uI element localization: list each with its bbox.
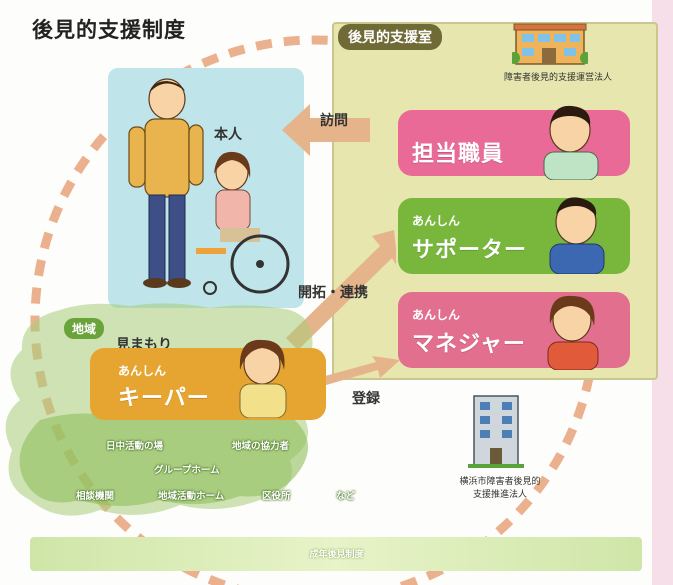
support-room-label: 後見的支援室 (338, 24, 442, 50)
staff-face-icon (543, 105, 599, 180)
keeper-card-title: キーパー (118, 386, 210, 411)
touroku-label: 登録 (352, 391, 380, 407)
supporter-card-title: サポーター (412, 238, 528, 263)
office-building-icon (468, 395, 524, 468)
honnin-label: 本人 (214, 127, 242, 143)
puzzle-chiikikatsudou: 地域活動ホーム (158, 491, 225, 502)
puzzle-nado: など (336, 491, 356, 502)
org-bottom-line2: 支援推進法人 (472, 490, 527, 500)
staff-card-title: 担当職員 (412, 142, 505, 167)
org-bottom-line1: 横浜市障害者後見的 (459, 477, 541, 487)
houmon-label: 訪問 (320, 113, 348, 129)
manager-face-icon (547, 295, 599, 370)
person-icon (128, 78, 204, 288)
chiiki-label: 地域 (64, 318, 105, 339)
keeper-card: あんしん キーパー (90, 348, 326, 420)
building-icon (512, 23, 588, 65)
page-title: 後見的支援制度 (32, 18, 186, 42)
supporter-card-sub: あんしん (412, 214, 461, 228)
keeper-card-sub: あんしん (118, 364, 167, 378)
puzzle-kyouryokusha: 地域の協力者 (232, 441, 290, 452)
honnin-panel (108, 68, 304, 308)
manager-card-title: マネジャー (412, 332, 526, 357)
puzzle-soudan: 相談機関 (76, 491, 115, 502)
puzzle-kuyakusho: 区役所 (262, 491, 291, 502)
kaitaku-arrow (286, 230, 396, 350)
org-top-label: 障害者後見的支援運営法人 (503, 73, 612, 83)
puzzle-grouphome: グループホーム (154, 465, 220, 476)
supporter-face-icon (549, 197, 605, 274)
wheelchair-icon (196, 151, 290, 295)
puzzle-nicchu: 日中活動の場 (106, 441, 164, 452)
houmon-arrow (282, 104, 370, 156)
keeper-face-icon (239, 339, 287, 418)
bottom-label: 成年後見制度 (309, 550, 364, 560)
kaitaku-label: 開拓・連携 (298, 285, 368, 301)
manager-card-sub: あんしん (412, 308, 461, 322)
bottom-bar (30, 537, 642, 571)
manager-card: あんしん マネジャー (398, 292, 630, 368)
